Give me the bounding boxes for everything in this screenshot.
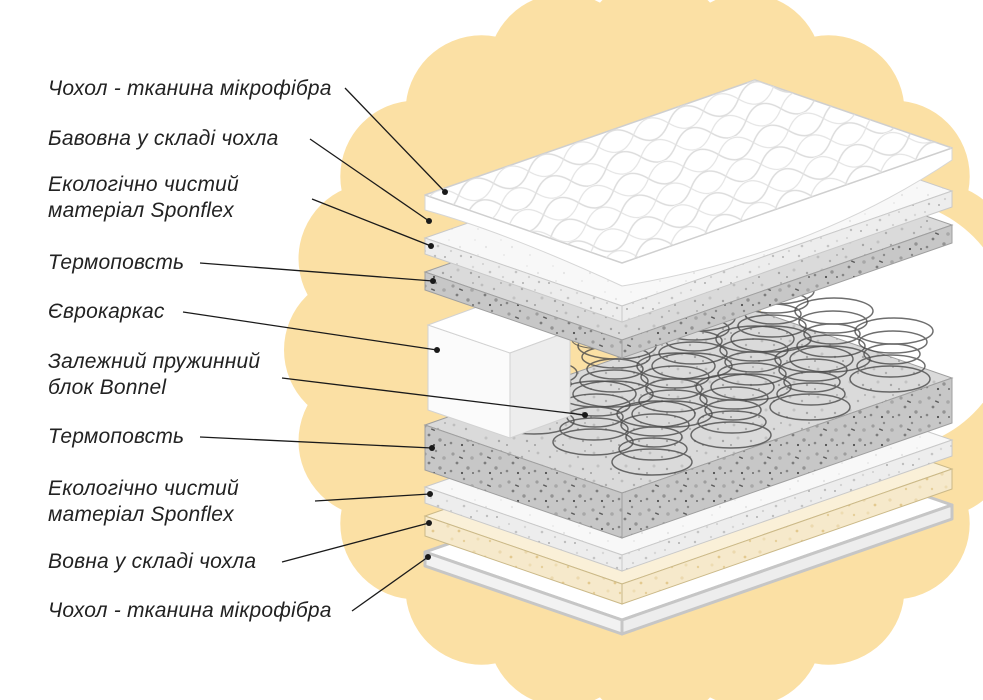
leader-dots	[425, 189, 588, 560]
leader-line	[281, 522, 430, 563]
label-sponflex-bottom: Екологічно чистий матеріал Sponflex	[48, 477, 239, 526]
side-face	[621, 190, 953, 323]
leader-line	[344, 87, 446, 193]
side-face	[621, 377, 953, 539]
leader-lines	[182, 87, 586, 612]
leader-dot	[434, 347, 440, 353]
label-cover-top: Чохол - тканина мікрофібра	[48, 77, 332, 100]
leader-dot	[426, 520, 432, 526]
quilt-texture	[425, 80, 952, 263]
leader-dot	[426, 218, 432, 224]
leader-dot	[429, 445, 435, 451]
layer-quilted-cover-top	[424, 79, 953, 287]
side-face	[621, 439, 953, 572]
leader-line	[311, 198, 432, 247]
leader-line	[199, 262, 434, 282]
leader-line	[314, 493, 431, 502]
label-bonnel-springs: Залежний пружинний блок Bonnel	[48, 350, 261, 399]
leader-line	[309, 138, 430, 222]
label-sponflex-top: Екологічно чистий матеріал Sponflex	[48, 173, 239, 222]
label-felt-bottom: Термоповсть	[48, 425, 185, 448]
leader-dot	[425, 554, 431, 560]
label-cover-bottom: Чохол - тканина мікрофібра	[48, 599, 332, 622]
cover-drape	[424, 147, 953, 287]
leader-line	[351, 556, 429, 612]
side-face	[621, 468, 953, 605]
label-felt-top: Термоповсть	[48, 251, 185, 274]
leader-dot	[582, 412, 588, 418]
label-cotton: Бавовна у складі чохла	[48, 127, 279, 150]
leader-dot	[428, 243, 434, 249]
leader-dot	[442, 189, 448, 195]
mattress-diagram	[423, 79, 954, 636]
leader-line	[199, 436, 433, 449]
leader-line	[182, 311, 438, 351]
label-euro-frame: Єврокаркас	[48, 300, 165, 323]
leader-line	[281, 377, 586, 416]
side-face	[620, 503, 954, 636]
label-wool: Вовна у складі чохла	[48, 550, 257, 573]
side-face	[621, 224, 953, 359]
leader-dot	[430, 278, 436, 284]
leader-dot	[427, 491, 433, 497]
